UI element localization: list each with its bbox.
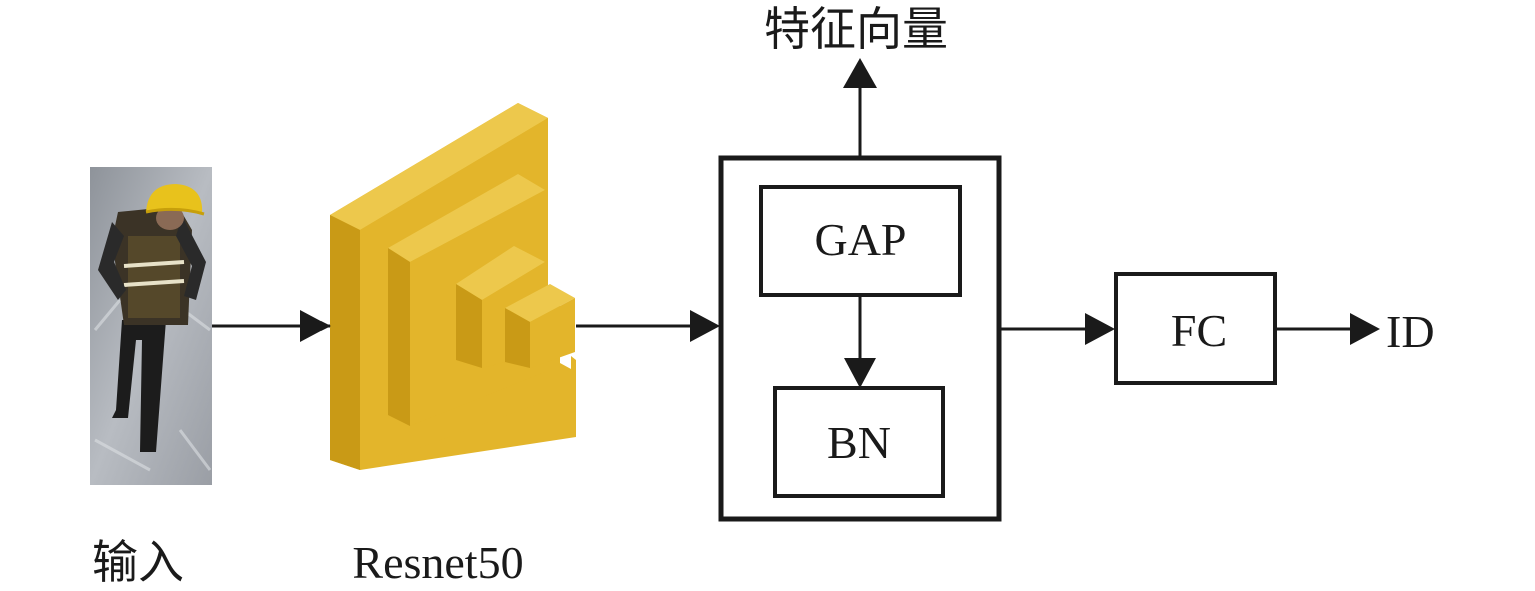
arrowhead-to-feature-vector [843,58,877,88]
arrowhead-backbone-to-pool [690,310,720,342]
bn-box [773,386,945,498]
gap-label: GAP [814,214,906,265]
fc-label: FC [1171,305,1227,356]
backbone-label: Resnet50 [352,537,523,588]
arrowhead-pool-to-fc [1085,313,1115,345]
output-label: ID [1386,306,1435,357]
feature-vector-label: 特征向量 [764,4,948,55]
bn-label: BN [827,417,891,468]
arrowhead-fc-to-id [1350,313,1380,345]
arrowhead-input-to-backbone [300,310,330,342]
input-label: 输入 [92,537,184,588]
arrowhead-gap-to-bn [844,358,876,388]
backbone-icon [330,103,576,470]
input-image [90,167,212,485]
